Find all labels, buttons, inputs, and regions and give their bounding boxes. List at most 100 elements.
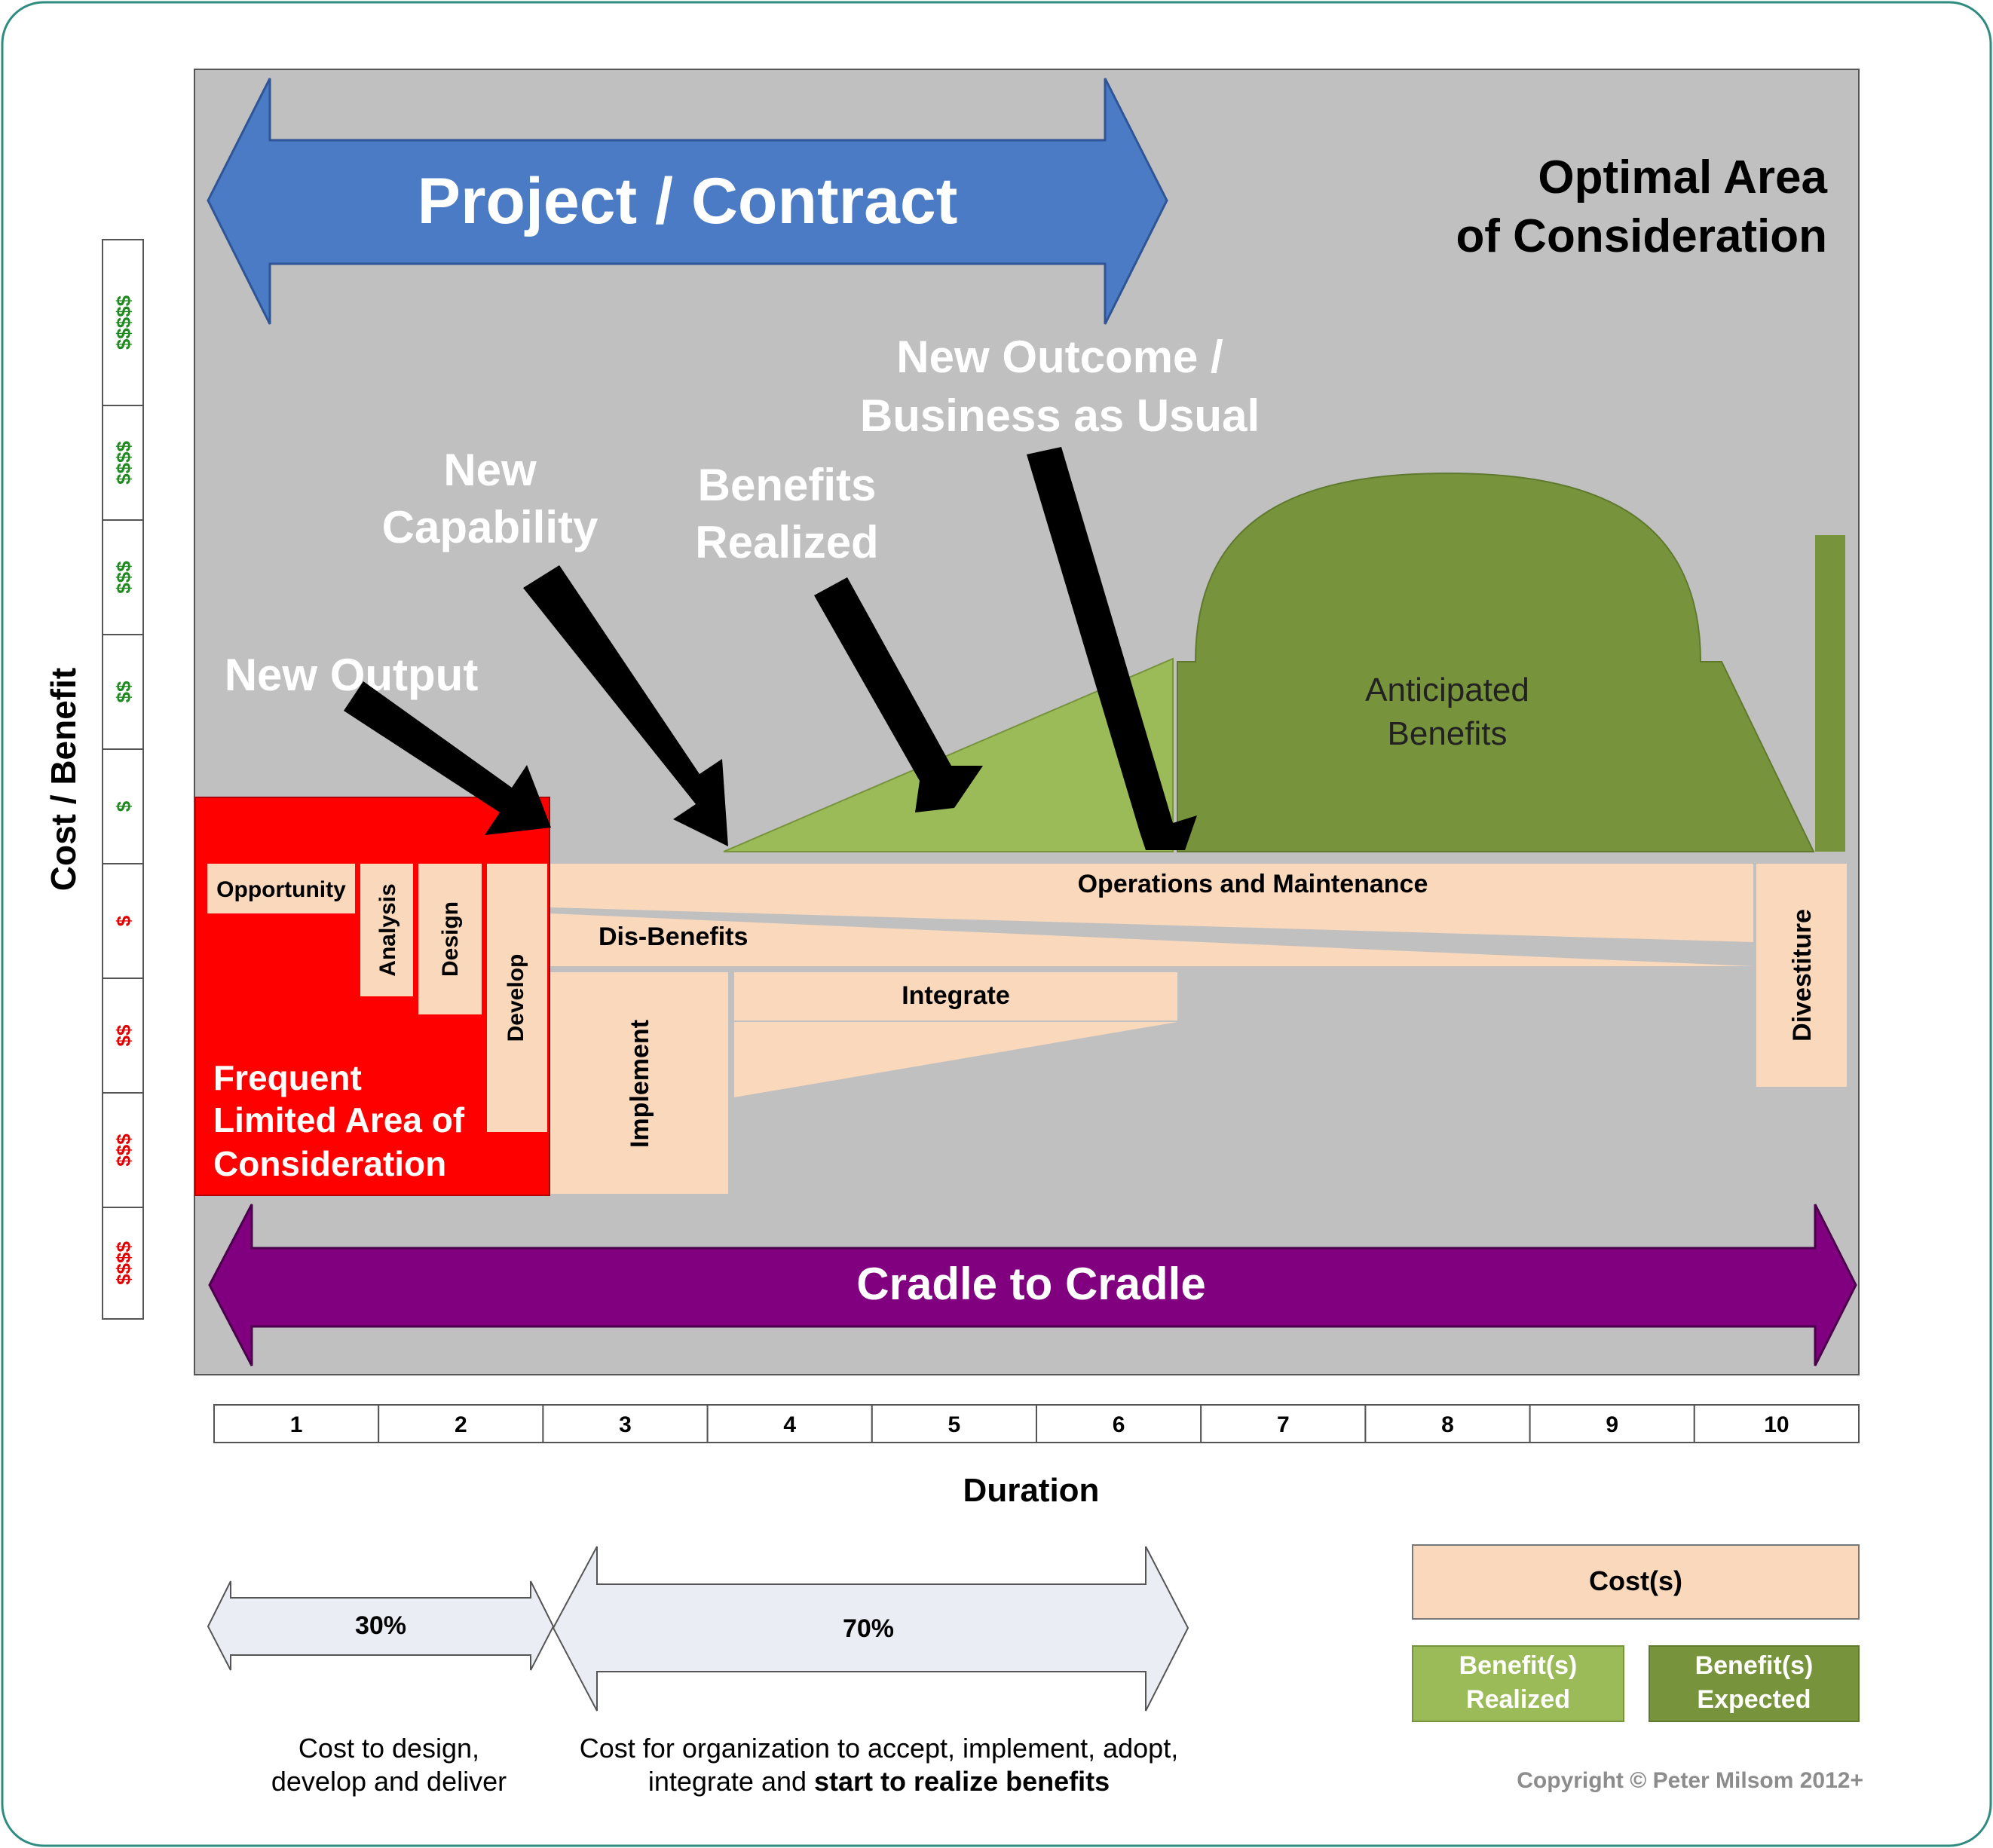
develop-label: Develop (504, 954, 528, 1042)
x-tick-label: 3 (619, 1412, 632, 1437)
new-outcome-arrow (1027, 447, 1197, 850)
y-tick-label: $$$$ (112, 1241, 135, 1285)
cradle-to-cradle-arrow (208, 1204, 1857, 1366)
y-tick-label: $ (112, 800, 135, 812)
y-tick-label: $$$ (112, 1134, 135, 1167)
new-capability-line-2: Capability (382, 502, 599, 552)
y-tick-label: $$$ (112, 561, 135, 594)
milestone-arrows (344, 447, 1197, 850)
divestiture-label: Divestiture (1788, 909, 1817, 1042)
anticipated-benefits-line-1: Anticipated (1365, 672, 1529, 708)
y-tick-box (102, 1207, 144, 1320)
x-tick-label: 9 (1606, 1412, 1618, 1437)
frequent-area-line-3: Consideration (213, 1144, 446, 1183)
x-tick-label: 6 (1113, 1412, 1125, 1437)
opportunity-box (207, 864, 355, 913)
integrate-label: Integrate (902, 981, 1010, 1010)
benefits-realized-arrow (814, 577, 983, 812)
dis-benefits-wedge (550, 913, 1753, 966)
new-output-arrow (344, 681, 551, 835)
frequent-area-line-2: Limited Area of (213, 1100, 465, 1140)
dis-benefits-label: Dis-Benefits (599, 922, 748, 951)
optimal-area-line-1: Optimal Area (1538, 151, 1827, 203)
operations-bar (550, 864, 1753, 942)
x-axis-ticks: 1 2 3 4 5 6 7 8 9 10 (213, 1404, 1860, 1443)
anticipated-benefits-line-2: Benefits (1388, 715, 1508, 752)
legend-realized-line-2: Realized (1466, 1685, 1570, 1714)
x-tick-label: 5 (948, 1412, 961, 1437)
new-output-label: New Output (225, 650, 479, 700)
project-contract-label: Project / Contract (418, 165, 958, 237)
x-tick-label: 2 (455, 1412, 467, 1437)
design-label: Design (438, 901, 463, 977)
integrate-wedge (734, 1022, 1177, 1097)
expected-benefit-bar (1815, 535, 1845, 852)
x-tick-box (706, 1404, 873, 1443)
anticipated-benefits-dome (1177, 472, 1815, 852)
develop-box (487, 864, 547, 1132)
y-tick-label: $$ (112, 1024, 135, 1046)
y-tick-box (102, 634, 144, 750)
x-axis-label: Duration (963, 1472, 1100, 1509)
split-left-desc-line-1: Cost to design, (298, 1733, 479, 1764)
y-tick-box (102, 1092, 144, 1208)
new-capability-line-1: New (443, 445, 537, 495)
legend-costs-label: Cost(s) (1589, 1565, 1682, 1596)
split-right-desc-normal: integrate and (648, 1766, 814, 1797)
split-arrow-70 (552, 1546, 1189, 1712)
implement-label: Implement (626, 1020, 654, 1148)
new-outcome-line-1: New Outcome / (896, 332, 1223, 382)
x-tick-label: 4 (783, 1412, 796, 1437)
x-tick-box (1693, 1404, 1860, 1443)
x-tick-box (1364, 1404, 1531, 1443)
legend-realized-line-1: Benefit(s) (1459, 1651, 1578, 1680)
legend-expected-line-2: Expected (1697, 1685, 1811, 1714)
x-tick-label: 1 (290, 1412, 303, 1437)
x-tick-label: 8 (1441, 1412, 1454, 1437)
benefits-realized-wedge (723, 657, 1174, 852)
operations-label: Operations and Maintenance (1078, 870, 1428, 898)
new-outcome-line-2: Business as Usual (860, 390, 1260, 441)
split-70-label: 70% (843, 1614, 894, 1643)
legend-expected-box (1649, 1645, 1860, 1722)
y-tick-box (102, 748, 144, 864)
x-tick-box (1200, 1404, 1367, 1443)
analysis-label: Analysis (375, 883, 400, 976)
x-tick-label: 10 (1764, 1412, 1789, 1437)
split-right-desc-line-2: integrate and start to realize benefits (648, 1766, 1110, 1797)
y-tick-label: $$$$$ (112, 295, 135, 350)
y-tick-box (102, 239, 144, 406)
split-30-label: 30% (355, 1611, 406, 1640)
divestiture-box (1756, 864, 1847, 1087)
split-right-desc-line-1: Cost for organization to accept, impleme… (580, 1733, 1178, 1764)
integrate-box (734, 972, 1177, 1020)
analysis-box (360, 864, 413, 996)
opportunity-label: Opportunity (216, 877, 346, 902)
x-tick-box (1529, 1404, 1695, 1443)
y-tick-box (102, 978, 144, 1094)
y-tick-box (102, 519, 144, 635)
frequent-area-line-1: Frequent (213, 1058, 362, 1097)
y-tick-box (102, 405, 144, 521)
optimal-area-line-2: of Consideration (1456, 210, 1827, 262)
benefits-realized-line-1: Benefits (698, 460, 877, 510)
legend-realized-box (1412, 1645, 1624, 1722)
legend-expected-line-1: Benefit(s) (1695, 1651, 1814, 1680)
copyright: Copyright © Peter Milsom 2012+ (1517, 1768, 1863, 1793)
y-tick-label: $$$$ (112, 441, 135, 485)
project-contract-arrow (207, 78, 1168, 325)
split-right-desc-bold: start to realize benefits (814, 1766, 1110, 1797)
cradle-to-cradle-label: Cradle to Cradle (856, 1259, 1205, 1309)
x-tick-label: 7 (1277, 1412, 1290, 1437)
legend-costs-box (1412, 1544, 1860, 1620)
y-tick-label: $ (112, 915, 135, 926)
new-capability-arrow (523, 565, 728, 846)
y-tick-box (102, 863, 144, 979)
design-box (418, 864, 482, 1014)
y-tick-label: $$ (112, 681, 135, 702)
benefits-realized-line-2: Realized (695, 517, 878, 568)
y-axis-ticks: $$$$$$$$$$$$$$$$$$$$$$$$$ (102, 239, 144, 1320)
x-tick-box (871, 1404, 1038, 1443)
